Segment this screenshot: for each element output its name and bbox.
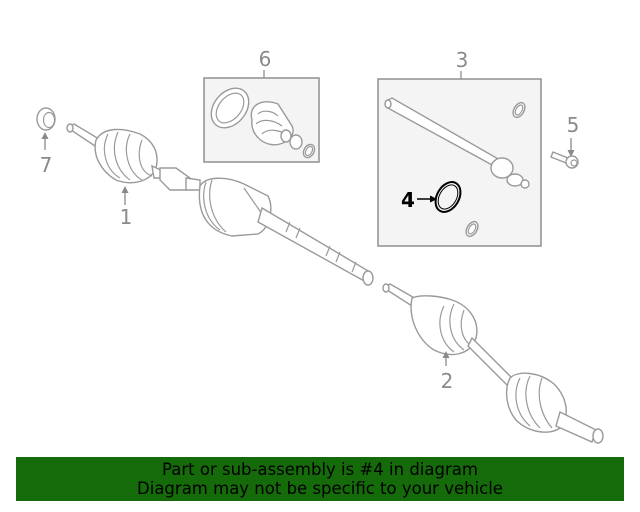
callout-3[interactable]: 3 (456, 48, 469, 72)
callout-2[interactable]: 2 (441, 369, 454, 393)
part-4-seal[interactable]: 4 (401, 178, 465, 217)
banner-line-1: Part or sub-assembly is #4 in diagram (162, 460, 478, 479)
callout-6[interactable]: 6 (259, 47, 272, 71)
joint-icon (490, 157, 514, 179)
o-ring-icon (512, 101, 526, 119)
outer-cv-boot-icon (94, 128, 158, 184)
inner-shaft-group[interactable]: 3 4 (377, 48, 542, 247)
shaft-spline-icon (257, 206, 371, 283)
callout-5[interactable]: 5 (567, 113, 580, 137)
clamp-icon (210, 87, 250, 129)
callout-1[interactable]: 1 (120, 205, 133, 229)
part-1-axle[interactable]: 1 (66, 123, 374, 286)
o-ring-icon (465, 220, 479, 238)
boot-kit-group[interactable]: 6 (203, 47, 320, 163)
part-2-axle[interactable]: 2 (382, 283, 604, 444)
spline-end-icon (555, 410, 597, 443)
part-5-bolt[interactable]: 5 (550, 113, 580, 169)
notice-banner: Part or sub-assembly is #4 in diagram Di… (16, 457, 624, 501)
banner-line-2: Diagram may not be specific to your vehi… (137, 479, 503, 498)
part-7-nut[interactable]: 7 (36, 107, 56, 177)
parts-diagram: 6 3 4 5 (36, 47, 604, 444)
bearing-icon (289, 134, 303, 150)
callout-7[interactable]: 7 (40, 153, 53, 177)
ring-icon (302, 143, 316, 159)
callout-4[interactable]: 4 (401, 188, 415, 212)
inner-cv-boot-icon (410, 295, 478, 356)
